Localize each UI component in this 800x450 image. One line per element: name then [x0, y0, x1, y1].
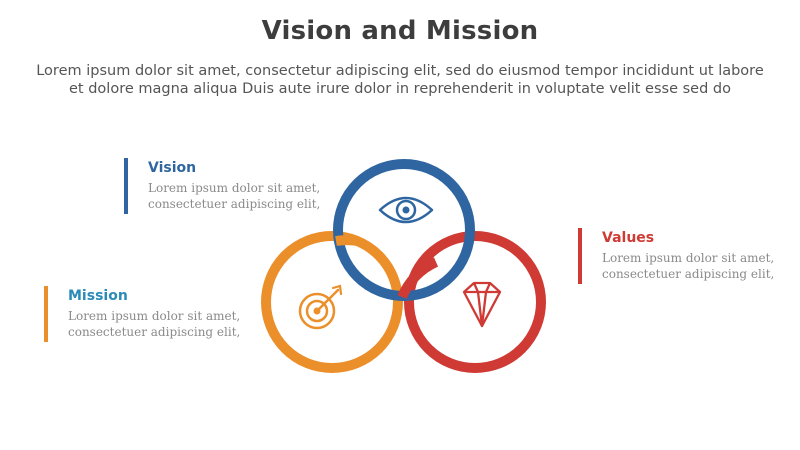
target-icon: [298, 284, 343, 330]
page-title: Vision and Mission: [261, 16, 539, 46]
subtitle-line-1: Lorem ipsum dolor sit amet, consectetur …: [36, 63, 764, 79]
vision-desc-line-2: consectetuer adipiscing elit,: [148, 197, 321, 211]
mission-label: Mission: [68, 288, 128, 304]
vision-desc-line-1: Lorem ipsum dolor sit amet,: [148, 181, 321, 195]
mission-desc-line-1: Lorem ipsum dolor sit amet,: [68, 309, 241, 323]
values-ring: [404, 231, 546, 373]
mission-accent-bar: [44, 286, 48, 342]
values-label: Values: [602, 230, 655, 246]
values-desc-line-2: consectetuer adipiscing elit,: [602, 267, 775, 281]
mission-ring-overlap: [335, 235, 359, 246]
vision-ring: [333, 159, 475, 301]
vision-description: Lorem ipsum dolor sit amet, consectetuer…: [148, 180, 320, 212]
values-description: Lorem ipsum dolor sit amet, consectetuer…: [602, 250, 774, 282]
eye-icon: [378, 196, 434, 224]
values-ring-overlap: [397, 257, 439, 300]
values-desc-line-1: Lorem ipsum dolor sit amet,: [602, 251, 775, 265]
mission-description: Lorem ipsum dolor sit amet, consectetuer…: [68, 308, 240, 340]
values-accent-bar: [578, 228, 582, 284]
mission-ring: [261, 231, 403, 373]
mission-desc-line-2: consectetuer adipiscing elit,: [68, 325, 241, 339]
diamond-icon: [462, 281, 502, 328]
vision-accent-bar: [124, 158, 128, 214]
subtitle-line-2: et dolore magna aliqua Duis aute irure d…: [69, 81, 731, 97]
vision-label: Vision: [148, 160, 197, 176]
page-subtitle: Lorem ipsum dolor sit amet, consectetur …: [20, 62, 780, 98]
